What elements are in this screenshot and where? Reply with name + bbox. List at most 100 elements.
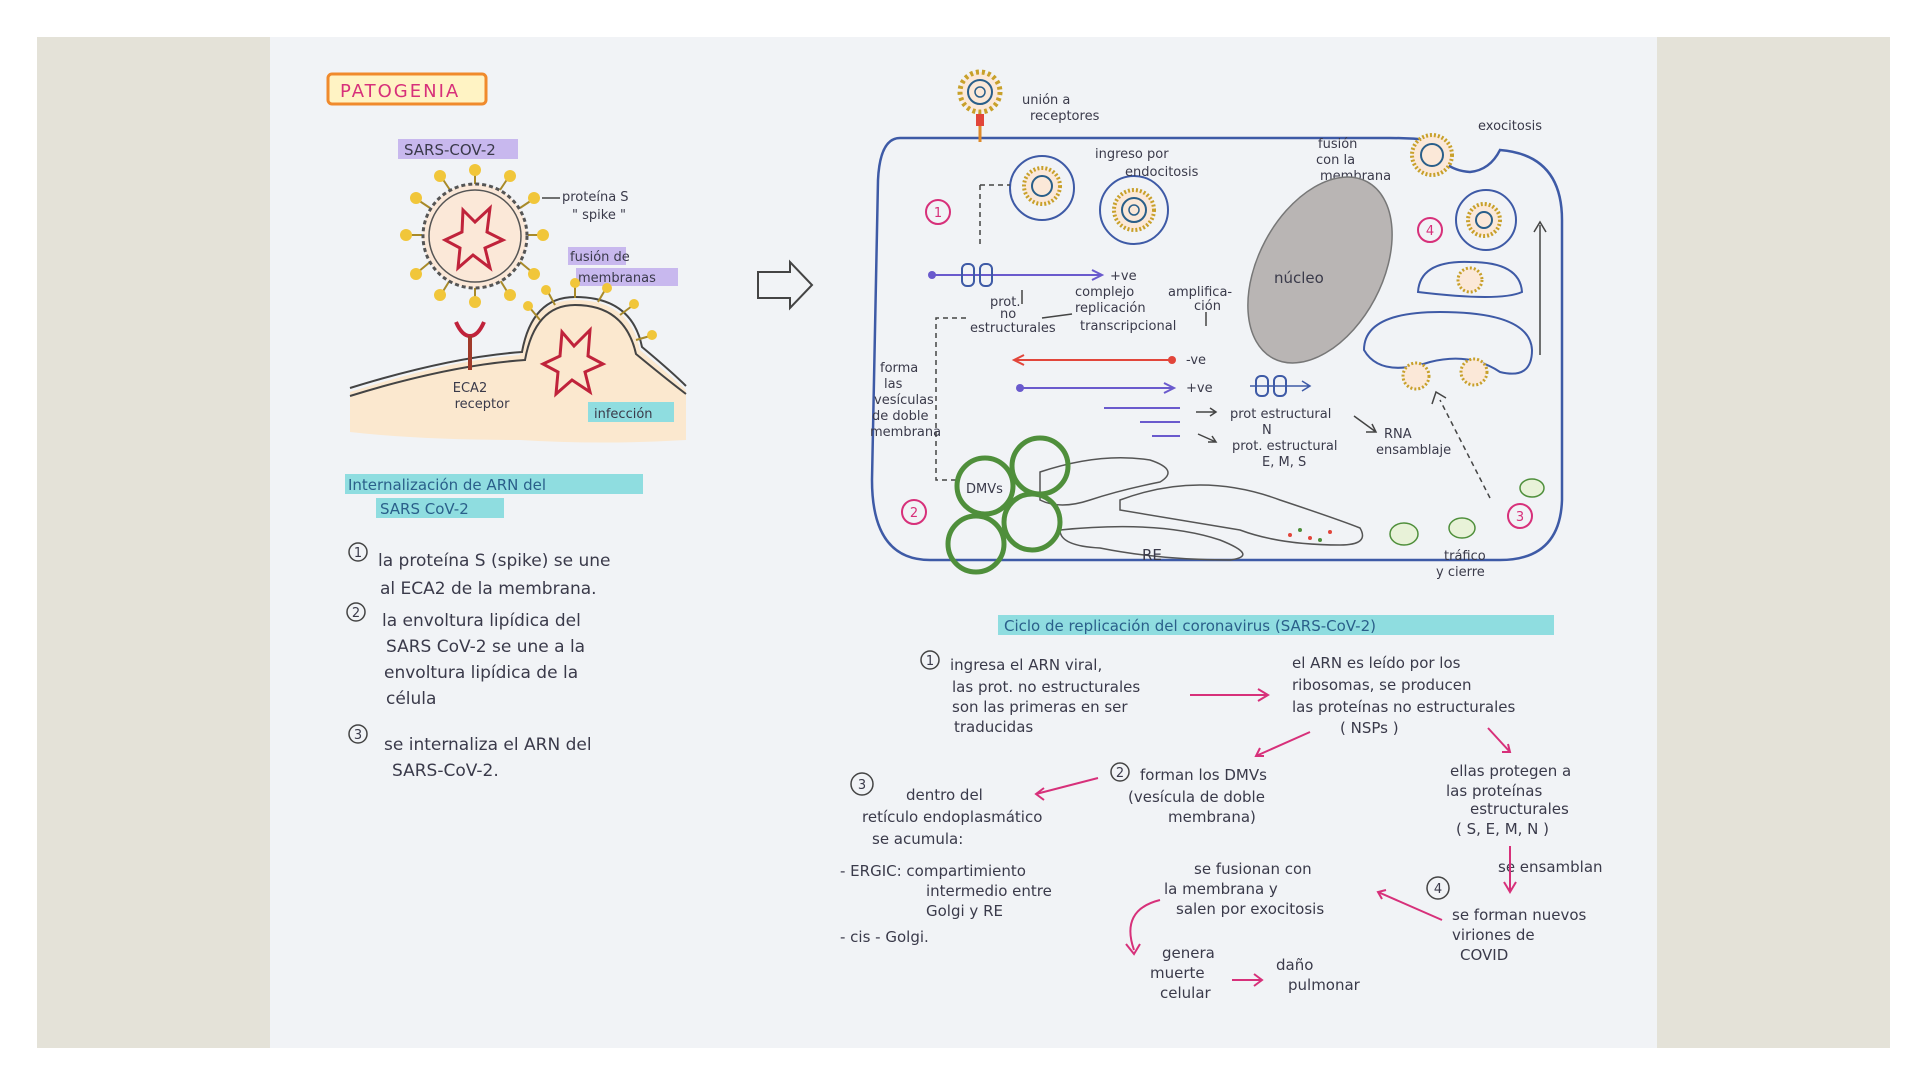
fusion-highlight-2 bbox=[576, 268, 678, 286]
flow-arrow-4 bbox=[1034, 777, 1099, 801]
spike-label-2: " spike " bbox=[572, 208, 626, 223]
prot-estructural-label: prot estructural bbox=[1230, 407, 1331, 422]
svg-text:forman los DMVs: forman los DMVs bbox=[1140, 766, 1267, 784]
page-title: PATOGENIA bbox=[340, 81, 460, 102]
replication-complex bbox=[928, 263, 1105, 287]
svg-text:dentro del: dentro del bbox=[906, 786, 983, 804]
svg-text:al ECA2 de la membrana.: al ECA2 de la membrana. bbox=[380, 579, 597, 599]
flow-arrow-8 bbox=[1232, 973, 1264, 987]
svg-text:membrana: membrana bbox=[870, 425, 941, 440]
dmvs-label: DMVs bbox=[966, 482, 1003, 497]
svg-text:2: 2 bbox=[1116, 766, 1124, 781]
nucleus-label: núcleo bbox=[1274, 269, 1324, 287]
trafico-label-1: tráfico bbox=[1444, 549, 1486, 564]
svg-text:daño: daño bbox=[1276, 956, 1313, 974]
internalization-step-3: 3 se internaliza el ARN del SARS-CoV-2. bbox=[348, 724, 592, 781]
svg-text:la proteína S (spike) se une: la proteína S (spike) se une bbox=[378, 551, 610, 571]
cell-marker-4: 4 bbox=[1417, 217, 1443, 243]
internalization-highlight-2 bbox=[376, 498, 504, 518]
internalization-heading-1: Internalización de ARN del bbox=[348, 476, 546, 494]
complejo-label-1: complejo bbox=[1075, 285, 1134, 300]
flow-ensamblan: se ensamblan bbox=[1498, 858, 1603, 876]
amplif-label-1: amplifica- bbox=[1168, 285, 1232, 300]
svg-text:ribosomas, se producen: ribosomas, se producen bbox=[1292, 676, 1472, 694]
minus-ve-label: -ve bbox=[1186, 353, 1206, 368]
trafico-label-2: y cierre bbox=[1436, 565, 1485, 580]
svg-text:4: 4 bbox=[1426, 224, 1434, 239]
svg-text:la envoltura lipídica del: la envoltura lipídica del bbox=[382, 611, 581, 631]
subgenomic-strands bbox=[1104, 407, 1180, 437]
flow-ergic: - ERGIC: compartimiento intermedio entre… bbox=[840, 862, 1052, 946]
svg-text:1: 1 bbox=[354, 546, 362, 561]
infection-label: infección bbox=[594, 407, 653, 422]
svg-text:2: 2 bbox=[910, 506, 918, 521]
flow-dano: daño pulmonar bbox=[1276, 956, 1361, 994]
svg-text:de doble: de doble bbox=[872, 409, 928, 424]
flow-step-1: 1 ingresa el ARN viral, las prot. no est… bbox=[920, 650, 1140, 736]
caption-highlight bbox=[998, 615, 1554, 635]
flow-fusionan: se fusionan con la membrana y salen por … bbox=[1164, 860, 1324, 918]
svg-text:muerte: muerte bbox=[1150, 964, 1205, 982]
svg-text:se forman nuevos: se forman nuevos bbox=[1452, 906, 1587, 924]
spike-label-1: proteína S bbox=[562, 190, 629, 205]
endoplasmic-reticulum: RE bbox=[1039, 456, 1364, 564]
svg-text:Golgi y RE: Golgi y RE bbox=[926, 902, 1003, 920]
plus-ve-label-1: +ve bbox=[1110, 269, 1137, 284]
svg-text:1: 1 bbox=[926, 654, 934, 669]
svg-text:las: las bbox=[884, 377, 903, 392]
union-label-1: unión a bbox=[1022, 93, 1070, 108]
svg-text:3: 3 bbox=[354, 728, 362, 743]
prot-label-2: no bbox=[1000, 307, 1016, 322]
svg-text:4: 4 bbox=[1434, 882, 1442, 897]
dmvs-cluster: DMVs bbox=[945, 435, 1071, 575]
fusion-cell-label-2: con la bbox=[1316, 153, 1355, 168]
vesicle-formation-label: forma las vesículas de doble membrana bbox=[870, 361, 941, 440]
endocytosis-vesicle-1 bbox=[1009, 155, 1075, 221]
svg-text:1: 1 bbox=[934, 206, 942, 221]
rna-label-1: RNA bbox=[1384, 427, 1412, 442]
cell-marker-2: 2 bbox=[901, 499, 927, 525]
svg-text:se internaliza el ARN del: se internaliza el ARN del bbox=[384, 735, 592, 755]
fusion-highlight-1 bbox=[568, 247, 626, 265]
svg-text:- cis - Golgi.: - cis - Golgi. bbox=[840, 928, 929, 946]
complejo-label-2: replicación bbox=[1075, 301, 1146, 316]
svg-text:genera: genera bbox=[1162, 944, 1215, 962]
internalization-step-2: 2 la envoltura lipídica del SARS CoV-2 s… bbox=[346, 602, 585, 709]
svg-text:pulmonar: pulmonar bbox=[1288, 976, 1361, 994]
cell-marker-3: 3 bbox=[1507, 503, 1533, 529]
receptor-label-2: receptor bbox=[455, 397, 511, 412]
cycle-caption: Ciclo de replicación del coronavirus (SA… bbox=[1004, 617, 1376, 635]
svg-text:estructurales: estructurales bbox=[1470, 800, 1569, 818]
svg-text:SARS CoV-2 se une a la: SARS CoV-2 se une a la bbox=[386, 637, 585, 657]
svg-text:ingresa el ARN viral,: ingresa el ARN viral, bbox=[950, 656, 1102, 674]
ems-label: E, M, S bbox=[1262, 455, 1306, 470]
svg-text:las proteínas: las proteínas bbox=[1446, 782, 1542, 800]
title-box: PATOGENIA bbox=[326, 72, 488, 106]
svg-text:(vesícula de doble: (vesícula de doble bbox=[1128, 788, 1265, 806]
endocytosis-vesicle-2 bbox=[1099, 175, 1169, 245]
svg-text:son las primeras en ser: son las primeras en ser bbox=[952, 698, 1128, 716]
svg-text:se fusionan con: se fusionan con bbox=[1194, 860, 1312, 878]
nucleus: núcleo bbox=[1247, 176, 1393, 364]
complejo-label-3: transcripcional bbox=[1080, 319, 1176, 334]
exocytosis-virus-icon bbox=[1410, 133, 1454, 177]
svg-text:las proteínas no estructurales: las proteínas no estructurales bbox=[1292, 698, 1515, 716]
svg-text:ellas protegen a: ellas protegen a bbox=[1450, 762, 1571, 780]
svg-text:salen por exocitosis: salen por exocitosis bbox=[1176, 900, 1324, 918]
union-label-2: receptores bbox=[1030, 109, 1100, 124]
rna-label-2: ensamblaje bbox=[1376, 443, 1451, 458]
svg-text:vesículas: vesículas bbox=[874, 393, 934, 408]
ribosome-icon bbox=[1250, 375, 1312, 397]
receptor-label-1: ECA2 bbox=[453, 381, 487, 396]
svg-text:traducidas: traducidas bbox=[954, 718, 1033, 736]
flow-ribosomes: el ARN es leído por los ribosomas, se pr… bbox=[1292, 654, 1515, 737]
svg-text:las prot. no estructurales: las prot. no estructurales bbox=[952, 678, 1140, 696]
flow-step-3: 3 dentro del retículo endoplasmático se … bbox=[850, 772, 1042, 848]
svg-text:se acumula:: se acumula: bbox=[872, 830, 963, 848]
golgi-vesicles bbox=[1362, 189, 1534, 391]
virus-name: SARS-COV-2 bbox=[404, 141, 496, 159]
exocytosis-label: exocitosis bbox=[1478, 119, 1542, 134]
ingreso-label-1: ingreso por bbox=[1095, 147, 1169, 162]
prot-estructural-label-2: prot. estructural bbox=[1232, 439, 1338, 454]
